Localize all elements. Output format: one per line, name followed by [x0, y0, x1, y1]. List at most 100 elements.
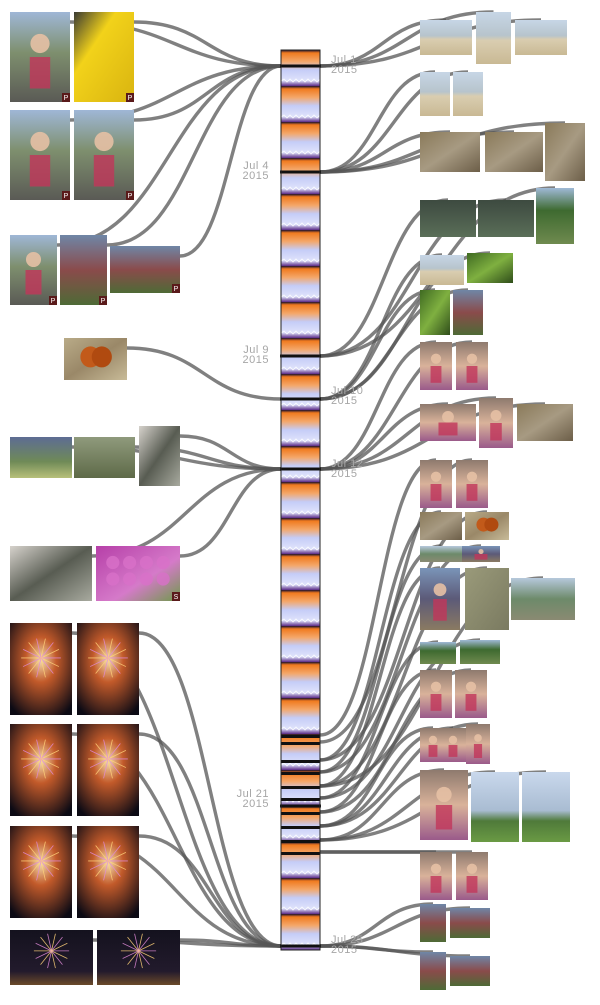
photo-thumbnail[interactable]: [456, 342, 488, 390]
photo-thumbnail[interactable]: [545, 123, 585, 181]
photo-thumbnail[interactable]: [453, 290, 483, 335]
photo-thumbnail[interactable]: [10, 437, 72, 478]
photo-thumbnail[interactable]: [420, 200, 476, 237]
photo-badge: [172, 592, 180, 601]
connector-line: [319, 458, 437, 737]
photo-thumbnail[interactable]: [478, 200, 534, 237]
photo-thumbnail[interactable]: P: [110, 246, 180, 293]
connector-line: [319, 906, 471, 948]
photo-thumbnail[interactable]: [476, 12, 511, 64]
photo-thumbnail[interactable]: [515, 20, 567, 55]
photo-thumbnail[interactable]: [456, 460, 488, 508]
photo-thumbnail[interactable]: [536, 188, 574, 244]
photo-thumbnail[interactable]: [10, 546, 92, 601]
photo-thumbnail[interactable]: P: [10, 12, 70, 102]
strip-date-boundary: [280, 467, 321, 471]
photo-thumbnail[interactable]: [511, 578, 575, 620]
photo-thumbnail[interactable]: [479, 398, 513, 448]
photo-thumbnail[interactable]: [471, 772, 519, 842]
strip-date-boundary: [280, 354, 321, 358]
photo-thumbnail[interactable]: [467, 253, 513, 283]
photo-thumbnail[interactable]: [462, 546, 500, 562]
photo-thumbnail[interactable]: [440, 728, 466, 762]
strip-date-boundary: [280, 804, 321, 808]
timeline-strip: [280, 49, 321, 951]
photo-thumbnail[interactable]: [77, 826, 139, 918]
photo-thumbnail[interactable]: [10, 826, 72, 918]
photo-thumbnail[interactable]: [420, 952, 446, 990]
photo-badge: [62, 93, 70, 102]
photo-thumbnail[interactable]: [522, 772, 570, 842]
photo-thumbnail[interactable]: [74, 437, 135, 478]
photo-badge: [99, 296, 107, 305]
photo-thumbnail[interactable]: [466, 724, 490, 764]
photo-thumbnail[interactable]: [420, 568, 460, 630]
photo-thumbnail[interactable]: [420, 670, 452, 718]
photo-thumbnail[interactable]: [420, 460, 452, 508]
connector-line: [319, 510, 442, 762]
photo-badge-label: P: [64, 95, 69, 102]
photo-thumbnail[interactable]: [420, 290, 450, 335]
connector-line: [319, 70, 436, 174]
photo-thumbnail[interactable]: [77, 724, 139, 816]
photo-thumbnail[interactable]: [485, 132, 543, 172]
connector-line: [106, 64, 282, 247]
photo-thumbnail[interactable]: [10, 724, 72, 816]
photo-thumbnail[interactable]: [450, 956, 490, 986]
photo-thumbnail[interactable]: [10, 930, 93, 985]
photo-thumbnail[interactable]: [420, 904, 446, 942]
photo-thumbnail[interactable]: [420, 512, 462, 540]
photo-thumbnail[interactable]: [420, 770, 468, 840]
photo-thumbnail[interactable]: S: [96, 546, 180, 601]
photo-thumbnail[interactable]: [450, 908, 490, 938]
photo-thumbnail[interactable]: [420, 20, 472, 55]
photo-thumbnail[interactable]: [420, 255, 464, 285]
photo-thumbnail[interactable]: [420, 642, 456, 664]
photo-thumbnail[interactable]: [455, 670, 487, 718]
photo-badge-label: P: [128, 193, 133, 200]
photo-thumbnail[interactable]: [420, 852, 452, 900]
photo-thumbnail[interactable]: [420, 72, 450, 116]
photo-thumbnail[interactable]: [420, 404, 476, 441]
photo-badge: [49, 296, 57, 305]
photo-thumbnail[interactable]: [420, 132, 480, 172]
connector-line: [133, 64, 282, 122]
connector-line: [138, 834, 282, 948]
photo-badge-label: P: [51, 298, 56, 305]
photo-thumbnail[interactable]: P: [74, 12, 134, 102]
photo-thumbnail[interactable]: [465, 512, 509, 540]
photo-thumbnail[interactable]: [10, 623, 72, 715]
connector-line: [133, 20, 282, 68]
photo-badge: [172, 284, 180, 293]
photo-thumbnail[interactable]: [517, 404, 573, 441]
photo-thumbnail[interactable]: [77, 623, 139, 715]
connector-line: [319, 340, 437, 471]
photo-thumbnail[interactable]: [420, 546, 462, 562]
strip-day-marker: [281, 786, 320, 789]
strip-day-marker: [281, 852, 320, 855]
photo-thumbnail[interactable]: [64, 338, 127, 380]
strip-date-boundary: [280, 64, 321, 68]
connector-line: [138, 732, 282, 948]
photo-thumbnail[interactable]: [465, 568, 509, 630]
photo-thumbnail[interactable]: [456, 852, 488, 900]
connector-line: [319, 640, 439, 800]
photo-thumbnail[interactable]: P: [10, 235, 57, 305]
connector-line: [179, 938, 282, 948]
connector-line: [319, 668, 437, 814]
photo-thumbnail[interactable]: [453, 72, 483, 116]
photo-thumbnail[interactable]: P: [10, 110, 70, 200]
photo-thumbnail[interactable]: P: [74, 110, 134, 200]
photo-thumbnail[interactable]: [460, 640, 500, 664]
photo-thumbnail[interactable]: [139, 426, 180, 486]
connector-line: [319, 566, 441, 788]
photo-thumbnail[interactable]: [420, 342, 452, 390]
photo-thumbnail[interactable]: P: [60, 235, 107, 305]
photo-thumbnail[interactable]: [97, 930, 180, 985]
